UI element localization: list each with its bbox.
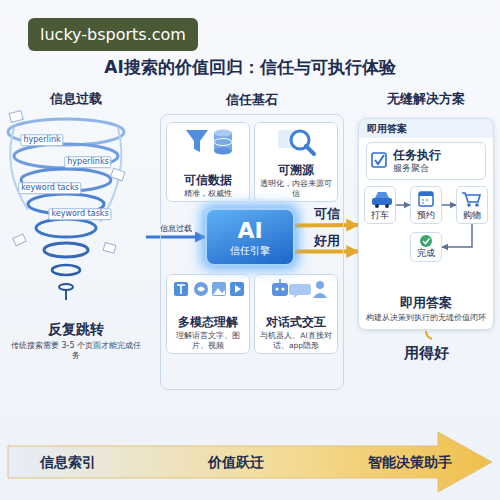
tornado (8, 111, 125, 300)
link-tag: hyperlinks (64, 156, 111, 168)
link-tag: keyword tasks (48, 208, 111, 220)
edge-label: 信息过载 (158, 224, 194, 234)
flow-arrow (295, 223, 358, 227)
progress-arrow (8, 432, 492, 492)
chip-title: AI (237, 217, 262, 245)
card-fill (358, 118, 494, 330)
checkbox-icon (372, 153, 386, 167)
column-heading: 信息过载 (50, 91, 102, 107)
edge-label: 可信 (312, 206, 342, 222)
step-box: 完成 (410, 232, 442, 262)
feature-box: 多模态理解理解语言文字、图片、视频 (166, 274, 250, 354)
box-title: 任务执行 (393, 148, 441, 163)
car-icon (372, 192, 392, 208)
box-body: 与机器人、AI直接对话、app隐形 (258, 331, 334, 350)
overload-panel: 反复跳转传统搜索需要 3-5 个页面才能完成任务 (6, 112, 146, 367)
outcome-label: 用得好 (404, 344, 449, 362)
card-title: 即用答案 (359, 295, 493, 311)
step-box: 预约 (410, 186, 442, 224)
box-title: 多模态理解 (178, 315, 238, 330)
step-box: 购物 (456, 186, 488, 224)
flow-arrow (442, 224, 472, 247)
step-label: 打车 (371, 210, 389, 221)
flow-arrow (396, 204, 410, 206)
feature-box: 可溯源透明化，内容来源可信 (254, 122, 338, 202)
section-note: 传统搜索需要 3-5 个页面才能完成任务 (10, 341, 142, 361)
funnel-database-icon (186, 130, 232, 155)
box-body: 理解语言文字、图片、视频 (170, 331, 246, 350)
multimodal-icons (174, 282, 244, 296)
stage-label: 信息索引 (40, 454, 96, 471)
box-body: 精准，权威性 (184, 189, 232, 198)
flow-arrow (442, 204, 456, 206)
section-heading: 反复跳转 (48, 321, 104, 339)
stage-label: 智能决策助手 (368, 454, 452, 471)
ai-chip: AI信任引擎 (205, 208, 295, 266)
card-body: 构建从决策到执行的无缝价值闭环 (359, 311, 493, 329)
step-label: 预约 (417, 210, 435, 221)
box-title: 可溯源 (278, 163, 314, 178)
column-heading: 无缝解决方案 (387, 91, 465, 107)
link-tag: hyperlink (20, 134, 63, 146)
box-title: 可信数据 (184, 173, 232, 188)
magnifier-icon (278, 130, 314, 154)
box-title: 对话式交互 (266, 315, 326, 330)
feature-box: 可信数据精准，权威性 (166, 122, 250, 202)
column-heading: 信任基石 (161, 92, 343, 108)
page-title: AI搜索的价值回归：信任与可执行体验 (0, 57, 500, 77)
flow-arrow (146, 235, 205, 238)
flow-arrow (295, 250, 358, 254)
edge-label: 好用 (312, 233, 342, 249)
chat-icons (272, 279, 327, 298)
cart-icon (462, 193, 480, 207)
gold-accent (426, 331, 432, 339)
feature-box: 对话式交互与机器人、AI直接对话、app隐形 (254, 274, 338, 354)
box-body: 透明化，内容来源可信 (258, 179, 334, 198)
stage-label: 价值跃迁 (208, 454, 264, 471)
answer-card: 即用答案即用答案构建从决策到执行的无缝价值闭环任务执行服务聚合打车预约购物完成 (358, 118, 494, 330)
box-body: 服务聚合 (393, 163, 429, 174)
chip-subtitle: 信任引擎 (230, 245, 270, 258)
card-header: 即用答案 (359, 119, 493, 139)
step-label: 完成 (417, 248, 435, 259)
done-icon (420, 235, 432, 247)
calendar-icon (419, 192, 433, 206)
trust-panel: 信任基石可信数据精准，权威性可溯源透明化，内容来源可信AI信任引擎多模态理解理解… (160, 114, 344, 390)
step-box: 打车 (364, 186, 396, 224)
task-box: 任务执行服务聚合 (366, 142, 486, 180)
chip-glow (199, 202, 301, 272)
link-tag: keyword tacks (18, 182, 81, 194)
step-label: 购物 (463, 210, 481, 221)
watermark: lucky-bsports.com (28, 18, 198, 51)
